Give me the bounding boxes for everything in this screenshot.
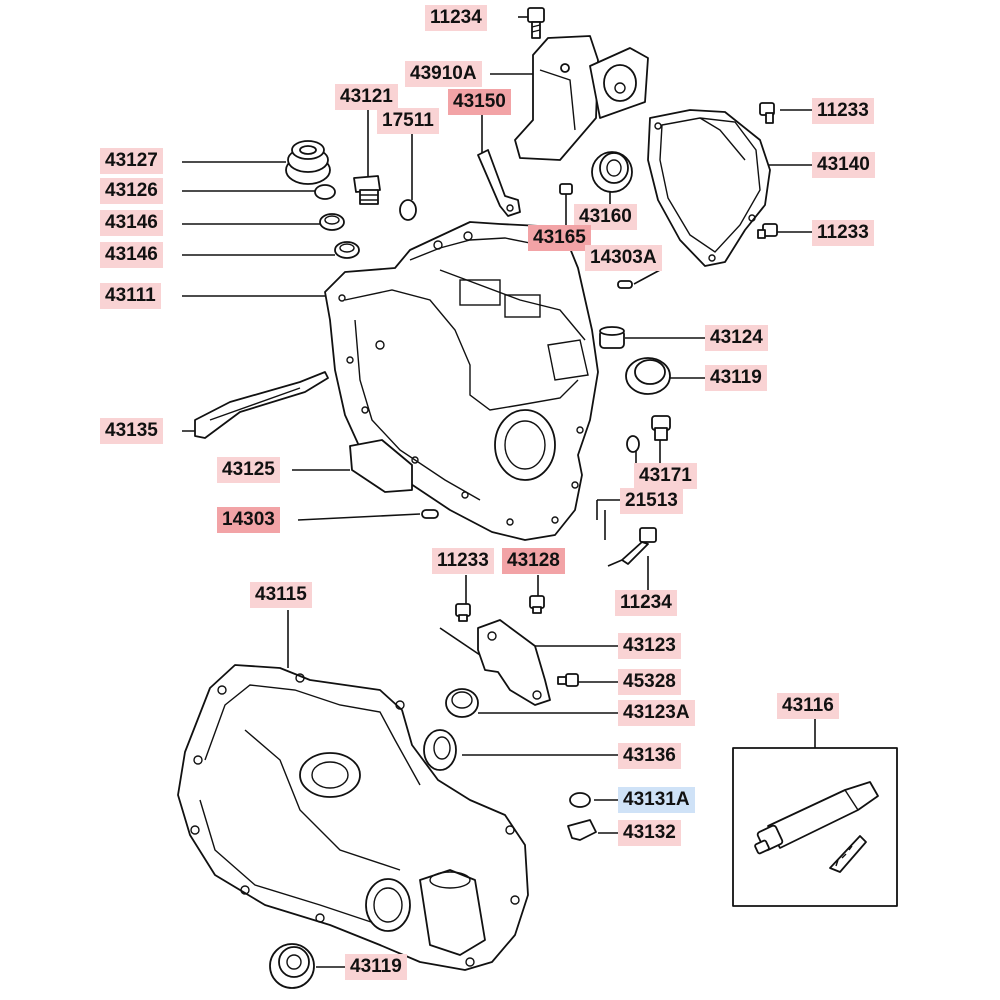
part-label-43150[interactable]: 43150: [448, 89, 511, 115]
bolt-45328: [557, 673, 579, 687]
part-label-43124[interactable]: 43124: [705, 325, 768, 351]
part-label-11234-top[interactable]: 11234: [425, 5, 487, 31]
part-label-43135[interactable]: 43135: [100, 418, 163, 444]
case-43111: [324, 221, 599, 541]
bracket-43123: [439, 619, 551, 706]
plug-43121: [353, 175, 381, 205]
part-label-43126[interactable]: 43126: [100, 178, 163, 204]
part-label-21513[interactable]: 21513: [620, 488, 683, 514]
bracket-43910A: [514, 35, 649, 161]
ring-43146-b: [334, 241, 360, 259]
part-label-11233-b[interactable]: 11233: [812, 220, 874, 246]
part-label-11233-a[interactable]: 11233: [812, 98, 874, 124]
part-label-43123[interactable]: 43123: [618, 633, 681, 659]
clip-43132: [567, 819, 597, 841]
sensor-43171: [626, 415, 671, 453]
cover-43140: [647, 109, 771, 267]
guide-43135: [194, 371, 329, 439]
housing-43115: [177, 664, 529, 971]
part-label-43136[interactable]: 43136: [618, 743, 681, 769]
part-label-43146-b[interactable]: 43146: [100, 242, 163, 268]
pin-14303: [421, 509, 439, 519]
pin-14303A: [617, 280, 633, 289]
part-label-43111[interactable]: 43111: [100, 283, 161, 309]
part-label-43119-a[interactable]: 43119: [705, 365, 767, 391]
part-label-43116[interactable]: 43116: [777, 693, 839, 719]
bolt-11233-c: [455, 603, 471, 622]
bolt-43165: [559, 183, 573, 195]
part-label-43119-b[interactable]: 43119: [345, 954, 407, 980]
part-label-43131A[interactable]: 43131A: [618, 787, 695, 813]
seal-43119-a: [625, 357, 671, 395]
boot-43127: [285, 140, 331, 185]
cap-43124: [599, 326, 625, 349]
bolt-11234-top: [527, 7, 545, 39]
part-label-14303A[interactable]: 14303A: [585, 245, 662, 271]
part-label-43146-a[interactable]: 43146: [100, 210, 163, 236]
washer-17511: [399, 199, 417, 221]
cap-43131A: [569, 792, 591, 808]
part-label-11234-b[interactable]: 11234: [615, 590, 677, 616]
part-label-43171[interactable]: 43171: [634, 463, 697, 489]
bearing-43136: [423, 729, 457, 771]
part-label-43121[interactable]: 43121: [335, 84, 398, 110]
sealant-kit-43116: [732, 747, 898, 907]
bolt-43128: [529, 595, 545, 614]
seal-43119-b: [269, 943, 315, 989]
part-label-14303[interactable]: 14303: [217, 507, 280, 533]
part-label-43123A[interactable]: 43123A: [618, 700, 695, 726]
part-label-43132[interactable]: 43132: [618, 820, 681, 846]
part-label-43140[interactable]: 43140: [812, 152, 875, 178]
plate-43125: [349, 439, 413, 493]
ring-43146-a: [319, 213, 345, 231]
part-label-43125[interactable]: 43125: [217, 457, 280, 483]
bearing-43160: [591, 151, 633, 193]
seal-43123A: [445, 688, 479, 718]
part-label-17511[interactable]: 17511: [377, 108, 439, 134]
part-label-11233-c[interactable]: 11233: [432, 548, 494, 574]
part-label-43127[interactable]: 43127: [100, 148, 163, 174]
part-label-43128[interactable]: 43128: [502, 548, 565, 574]
bolt-11233-b: [757, 223, 778, 239]
bolt-11234-mid: [607, 527, 657, 567]
bolt-11233-a: [759, 102, 775, 124]
lever-43150: [477, 149, 521, 217]
part-label-43910A[interactable]: 43910A: [405, 61, 482, 87]
part-label-45328[interactable]: 45328: [618, 669, 681, 695]
ring-43126: [314, 184, 336, 200]
part-label-43165[interactable]: 43165: [528, 225, 591, 251]
part-label-43115[interactable]: 43115: [250, 582, 312, 608]
